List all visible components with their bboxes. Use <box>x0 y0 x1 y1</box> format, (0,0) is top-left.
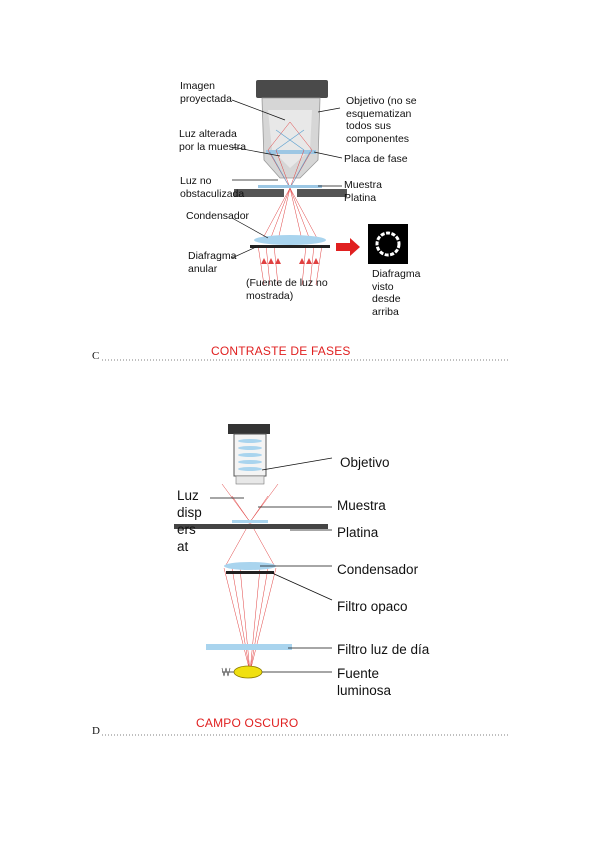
caption-contraste-de-fases: CONTRASTE DE FASES <box>211 344 351 358</box>
label-condensador-c: Condensador <box>186 210 250 222</box>
phase-plate <box>266 150 316 154</box>
light-rays-c <box>257 121 323 286</box>
label-filtro-luz-de-dia: Filtro luz de día <box>337 642 430 657</box>
leader-lines-c <box>231 99 343 259</box>
diaphragm-top-view <box>368 224 408 264</box>
label-objetivo-d: Objetivo <box>340 455 390 470</box>
altered-light-rays <box>269 129 311 189</box>
diaphragm-ring <box>375 231 401 257</box>
stage-c <box>234 189 284 197</box>
leader-lines-d <box>210 457 333 673</box>
label-placa-de-fase: Placa de fase <box>344 153 408 165</box>
arrows-up <box>261 258 319 264</box>
section-letter-c: C <box>92 350 100 362</box>
condenser-c <box>254 235 326 245</box>
stage-c-right <box>297 189 347 197</box>
label-condensador-d: Condensador <box>337 562 419 577</box>
section-letter-d: D <box>92 725 100 737</box>
label-platina-d: Platina <box>337 525 379 540</box>
objective-d <box>228 424 270 485</box>
condenser-d <box>224 562 276 570</box>
daylight-filter <box>206 644 292 650</box>
light-rays-d <box>221 483 279 673</box>
specimen-c <box>258 185 322 188</box>
specimen-d <box>232 520 268 523</box>
label-muestra-d: Muestra <box>337 498 386 513</box>
annular-diaphragm <box>250 245 330 248</box>
label-muestra-c: Muestra <box>344 179 382 191</box>
red-arrow <box>336 238 360 256</box>
objective-c <box>256 80 328 179</box>
label-platina-c: Platina <box>344 192 377 204</box>
light-source <box>221 665 263 679</box>
opaque-filter <box>226 571 274 574</box>
caption-campo-oscuro: CAMPO OSCURO <box>196 716 299 730</box>
stage-d <box>174 524 328 529</box>
label-filtro-opaco: Filtro opaco <box>337 599 408 614</box>
